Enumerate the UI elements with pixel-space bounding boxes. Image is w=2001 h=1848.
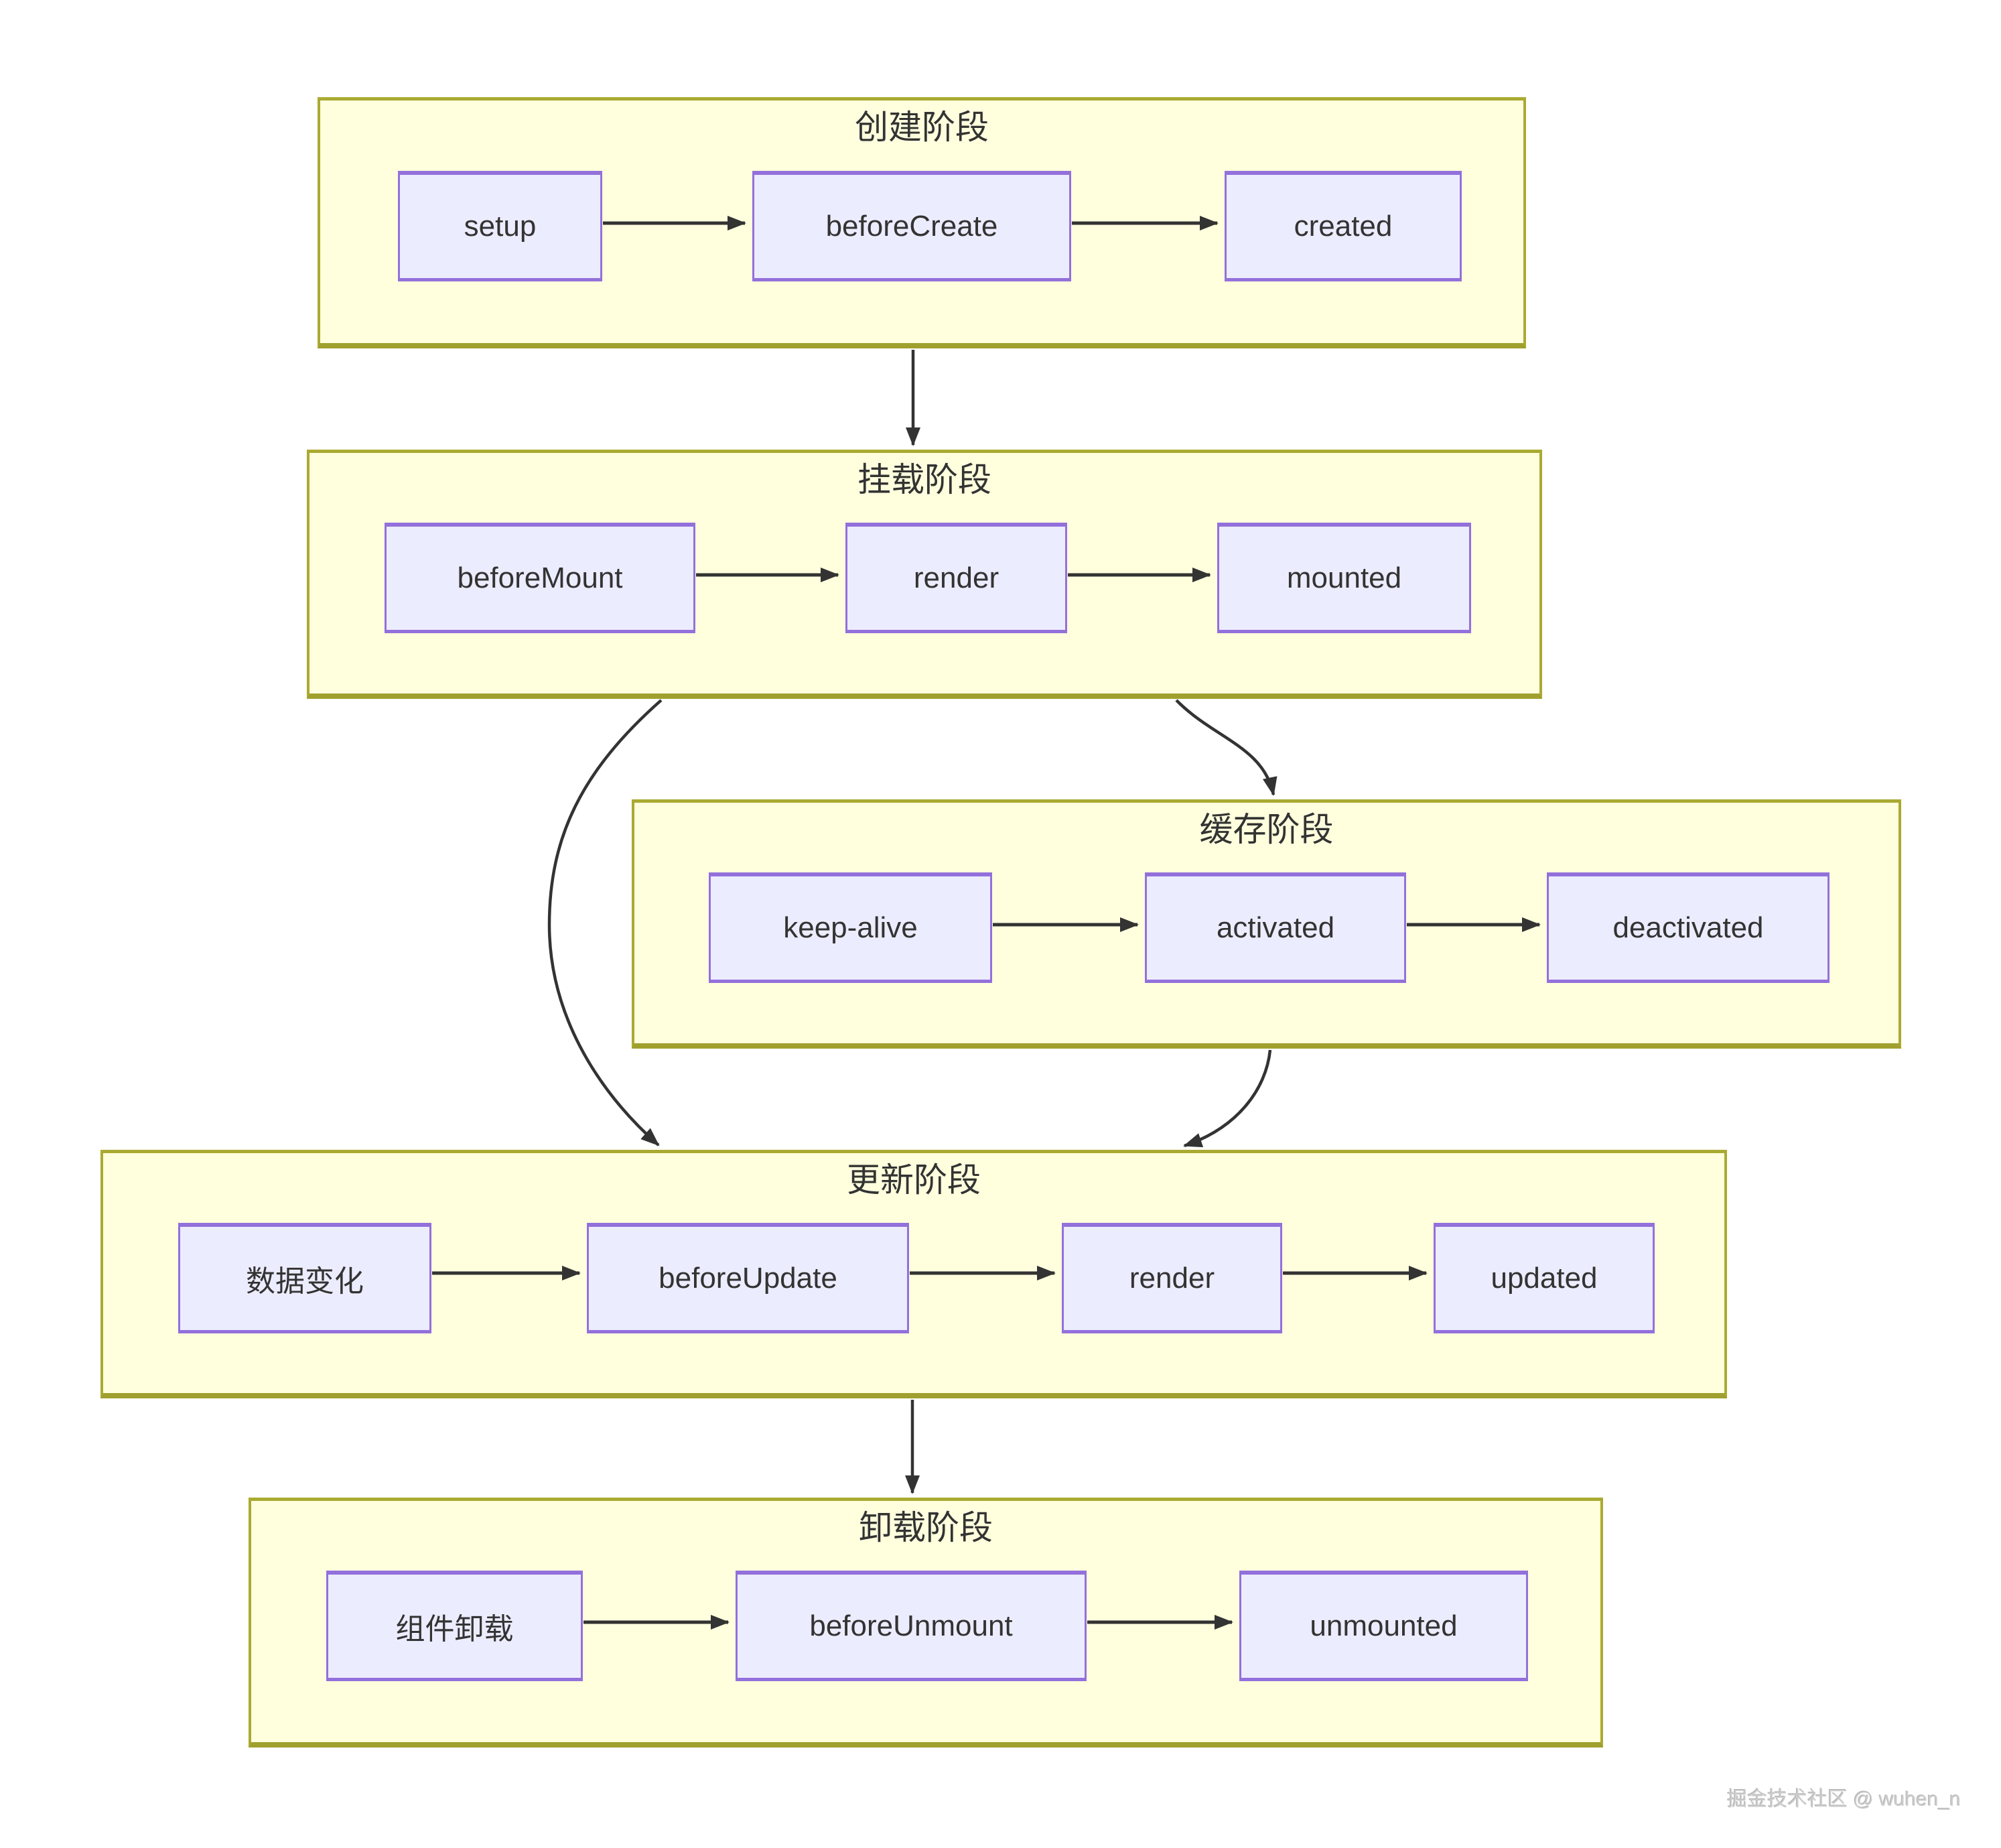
node-before-mount: beforeMount	[385, 523, 695, 633]
node-before-create: beforeCreate	[752, 171, 1071, 281]
node-mounted: mounted	[1217, 523, 1471, 633]
watermark: 掘金技术社区 @ wuhen_n	[1727, 1788, 1961, 1810]
node-data-change: 数据变化	[178, 1223, 431, 1333]
node-setup: setup	[398, 171, 602, 281]
arrow-cache-to-update	[1183, 1049, 1272, 1148]
node-activated: activated	[1145, 872, 1406, 983]
node-render-update: render	[1062, 1223, 1282, 1333]
stage-update: 更新阶段 数据变化 beforeUpdate render updated	[100, 1150, 1727, 1398]
arrow-mounting-to-cache	[1175, 699, 1278, 796]
node-before-update: beforeUpdate	[587, 1223, 909, 1333]
stage-mounting-title: 挂载阶段	[857, 461, 991, 499]
node-render-mount: render	[845, 523, 1067, 633]
stage-unmount-title: 卸载阶段	[859, 1509, 993, 1546]
node-deactivated: deactivated	[1547, 872, 1830, 983]
stage-update-title: 更新阶段	[847, 1161, 981, 1199]
node-updated: updated	[1434, 1223, 1655, 1333]
stage-creation: 创建阶段 setup beforeCreate created	[318, 97, 1526, 348]
node-created: created	[1225, 171, 1462, 281]
node-component-unload: 组件卸载	[326, 1571, 583, 1681]
node-before-unmount: beforeUnmount	[736, 1571, 1087, 1681]
stage-creation-title: 创建阶段	[855, 109, 989, 146]
stage-unmount: 卸载阶段 组件卸载 beforeUnmount unmounted	[249, 1498, 1603, 1747]
stage-mounting: 挂载阶段 beforeMount render mounted	[307, 450, 1542, 699]
node-unmounted: unmounted	[1239, 1571, 1528, 1681]
node-keep-alive: keep-alive	[709, 872, 992, 983]
stage-cache: 缓存阶段 keep-alive activated deactivated	[632, 799, 1901, 1049]
stage-cache-title: 缓存阶段	[1199, 811, 1334, 848]
